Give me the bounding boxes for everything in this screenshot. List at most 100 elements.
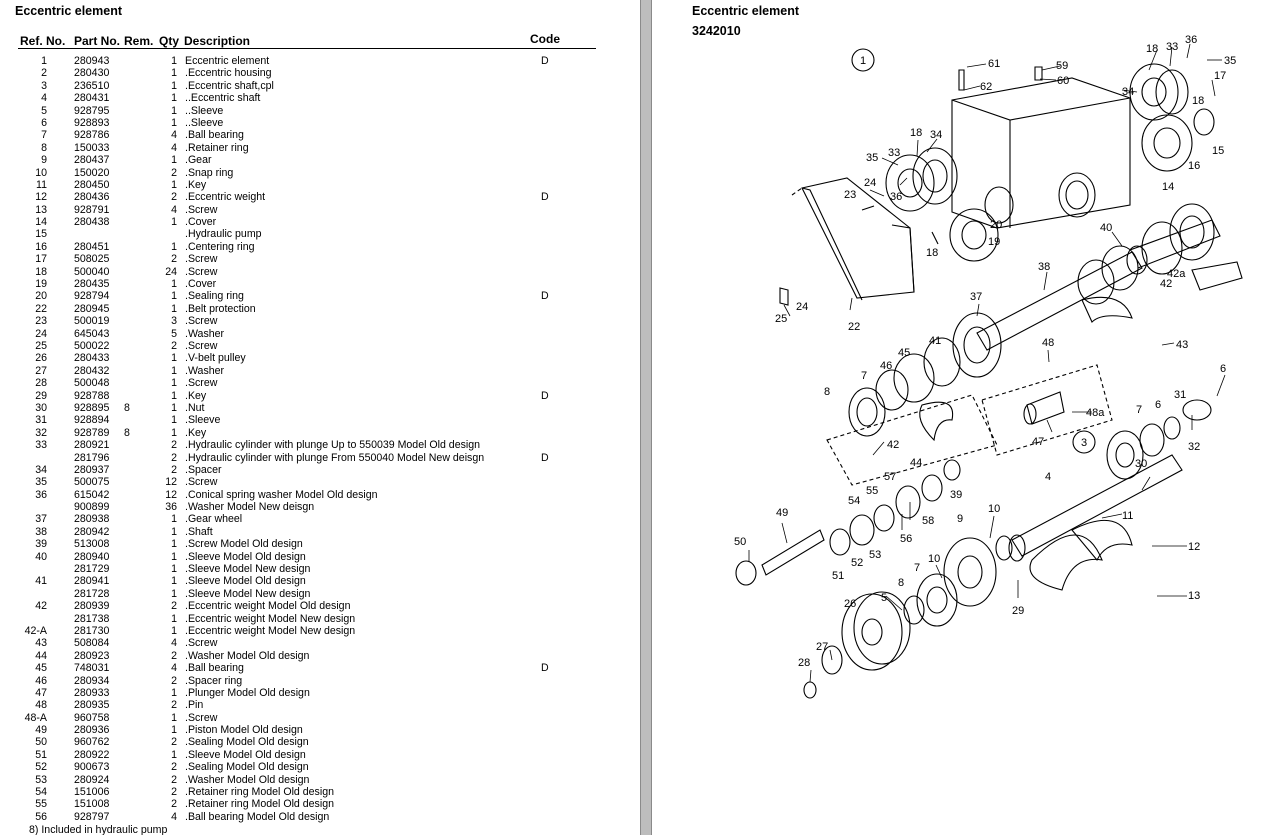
cell-desc: .Eccentric weight Model New design bbox=[185, 624, 356, 637]
callout-62: 62 bbox=[980, 81, 992, 93]
page-divider bbox=[640, 0, 652, 835]
cell-code: D bbox=[541, 55, 549, 67]
callout-48a: 48a bbox=[1086, 407, 1105, 419]
cell-desc: .Screw bbox=[185, 339, 218, 352]
header-ref-no: Ref. No. bbox=[20, 34, 66, 48]
cell-desc: .Sleeve Model Old design bbox=[185, 575, 306, 588]
callout-11: 11 bbox=[1122, 510, 1133, 522]
cell-desc: .Hydraulic cylinder with plunge From 550… bbox=[185, 451, 485, 464]
callout-6: 6 bbox=[1220, 363, 1226, 375]
cell-part: 960762 bbox=[74, 736, 110, 749]
cell-part: 280943 bbox=[74, 55, 110, 67]
callout-30: 30 bbox=[1135, 458, 1147, 470]
cell-desc: .Sealing Model Old design bbox=[185, 761, 309, 774]
callout-50: 50 bbox=[734, 536, 746, 548]
shaft-38-outline bbox=[976, 251, 1143, 351]
callout-13: 13 bbox=[1188, 590, 1200, 602]
cell-qty: 2 bbox=[171, 674, 177, 687]
cell-qty: 2 bbox=[171, 191, 177, 204]
cell-part: 928797 bbox=[74, 810, 110, 823]
callout-42a: 42a bbox=[1167, 268, 1186, 280]
callout-52: 52 bbox=[851, 557, 863, 569]
cell-ref: 25 bbox=[35, 339, 47, 352]
header-description: Description bbox=[184, 34, 251, 48]
cell-part: 280923 bbox=[74, 649, 110, 662]
callout-38: 38 bbox=[1038, 261, 1050, 273]
parts-list-page: Eccentric element Ref. No. Part No. Rem.… bbox=[0, 0, 640, 835]
cell-desc: .Gear wheel bbox=[185, 513, 243, 526]
cell-desc: .Cover bbox=[185, 278, 217, 291]
cell-desc: .Key bbox=[185, 178, 207, 191]
cell-desc: .Eccentric housing bbox=[185, 67, 272, 80]
cell-part: 928786 bbox=[74, 129, 110, 142]
cell-part: 280933 bbox=[74, 686, 110, 699]
cell-ref: 53 bbox=[35, 773, 47, 786]
cell-desc: .Shaft bbox=[185, 525, 213, 538]
callout-7: 7 bbox=[861, 370, 867, 382]
callout-43: 43 bbox=[1176, 339, 1188, 351]
cell-part: 280436 bbox=[74, 191, 110, 204]
cell-ref: 44 bbox=[35, 649, 47, 662]
callout-39: 39 bbox=[950, 489, 962, 501]
cell-part: 928791 bbox=[74, 203, 110, 216]
cell-ref: 51 bbox=[35, 748, 47, 761]
callout-26: 26 bbox=[844, 598, 856, 610]
piston-49-outline bbox=[761, 529, 825, 576]
cell-qty: 1 bbox=[171, 686, 177, 699]
cell-desc: .Screw bbox=[185, 711, 218, 724]
cell-qty: 1 bbox=[171, 104, 177, 117]
cell-qty: 2 bbox=[171, 649, 177, 662]
cell-qty: 2 bbox=[171, 773, 177, 786]
cell-part: 928794 bbox=[74, 290, 110, 303]
cell-desc: .Key bbox=[185, 389, 207, 402]
cell-qty: 1 bbox=[171, 55, 177, 67]
callout-15: 15 bbox=[1212, 145, 1224, 157]
cell-qty: 1 bbox=[171, 525, 177, 538]
callout-27: 27 bbox=[816, 641, 828, 653]
cell-qty: 4 bbox=[171, 129, 177, 142]
cell-qty: 1 bbox=[171, 426, 177, 439]
callout-49: 49 bbox=[776, 507, 788, 519]
callout-18: 18 bbox=[926, 247, 938, 259]
cell-desc: .Ball bearing Model Old design bbox=[185, 810, 330, 823]
cell-qty: 1 bbox=[171, 178, 177, 191]
gear-9-outline bbox=[943, 537, 997, 607]
cell-desc: .Spacer ring bbox=[185, 674, 243, 687]
cell-desc: .Screw bbox=[185, 315, 218, 328]
cell-rem: 8 bbox=[124, 426, 130, 439]
callout-circle-3 bbox=[1072, 430, 1096, 454]
cell-ref: 15 bbox=[35, 228, 47, 241]
cell-ref: 9 bbox=[41, 154, 47, 167]
callout-16: 16 bbox=[1188, 160, 1200, 172]
callout-48: 48 bbox=[1042, 337, 1054, 349]
header-qty: Qty bbox=[159, 34, 180, 48]
cell-qty: 2 bbox=[171, 600, 177, 613]
cell-desc: ..Sleeve bbox=[185, 104, 224, 117]
cell-desc: .Washer bbox=[185, 327, 225, 340]
cell-qty: 1 bbox=[171, 302, 177, 315]
cell-desc: .Screw bbox=[185, 265, 218, 278]
cell-desc: .Conical spring washer Model Old design bbox=[185, 488, 378, 501]
cell-qty: 1 bbox=[171, 352, 177, 365]
cell-ref: 12 bbox=[35, 191, 47, 204]
cell-desc: .Key bbox=[185, 426, 207, 439]
gear-wheel-37-outline bbox=[952, 312, 1002, 378]
callout-25: 25 bbox=[775, 313, 787, 325]
cropped-header-mark bbox=[96, 0, 154, 1]
